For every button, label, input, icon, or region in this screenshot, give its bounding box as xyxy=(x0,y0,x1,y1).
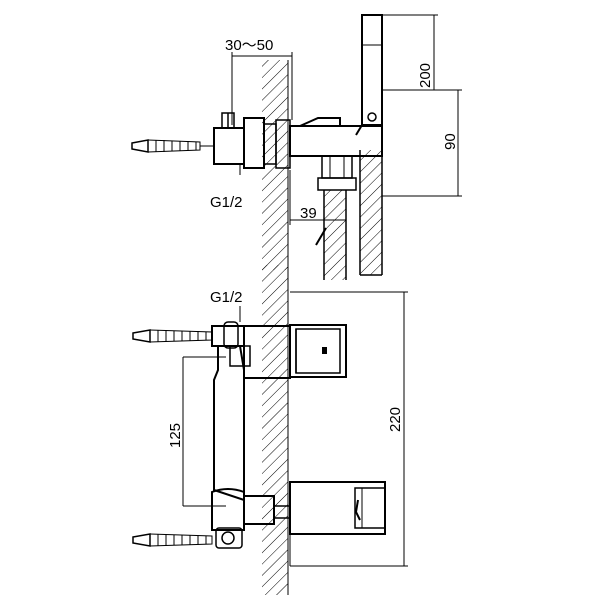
wall-hatch-top xyxy=(262,60,289,270)
spout-front xyxy=(289,481,386,535)
front-view: G1/2 xyxy=(132,265,408,595)
dim-body-height: 90 xyxy=(382,90,462,197)
thread-label-top: G1/2 xyxy=(210,194,243,211)
mixer-handle-front xyxy=(289,324,347,378)
dim-inlet-spacing: 125 xyxy=(167,356,226,507)
dim-projection-label: 39 xyxy=(300,205,317,222)
wall-anchor-front-lower xyxy=(132,533,213,547)
valve-body-front xyxy=(211,321,291,549)
hose-top xyxy=(315,150,383,280)
dim-body-height-label: 90 xyxy=(442,133,459,150)
thread-label-front: G1/2 xyxy=(210,289,243,306)
wall-hatch-front xyxy=(262,265,289,595)
dim-wall-range-label: 30～50 xyxy=(225,37,273,54)
hand-shower-top xyxy=(355,14,383,136)
dim-overall-height-label: 220 xyxy=(387,407,404,432)
dim-overall-height: 220 xyxy=(289,291,408,567)
dim-hose-height: 200 xyxy=(382,14,462,91)
dim-inlet-spacing-label: 125 xyxy=(167,423,184,448)
inlet-fitting-top: G1/2 xyxy=(210,112,291,211)
wall-anchor-front-upper xyxy=(132,329,213,343)
dim-projection: 39 xyxy=(289,170,347,225)
dim-hose-height-label: 200 xyxy=(417,63,434,88)
top-view: 30～50 G1/2 xyxy=(131,14,462,280)
mixer-body-top xyxy=(289,117,383,191)
wall-anchor-top xyxy=(131,139,214,153)
dim-wall-range: 30～50 xyxy=(225,37,293,125)
